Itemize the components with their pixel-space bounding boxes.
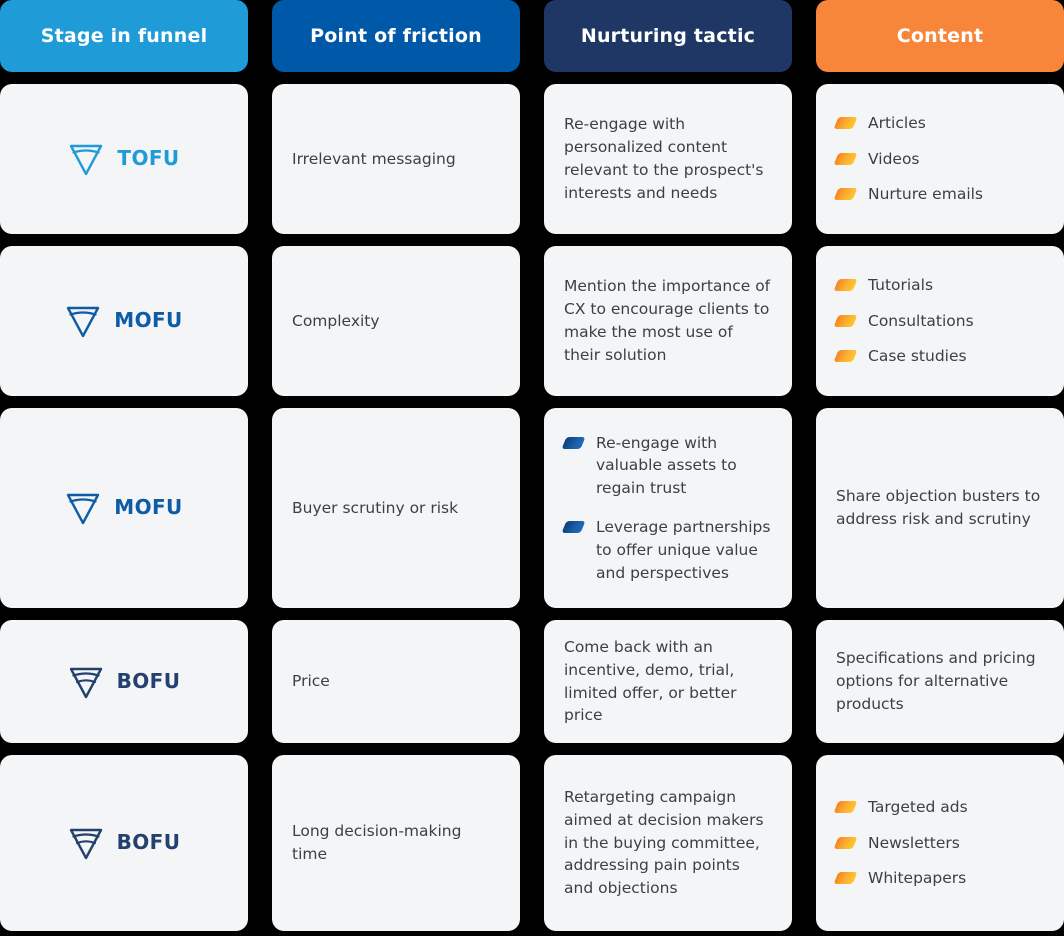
list-item: Leverage partnerships to offer unique va… (561, 516, 772, 584)
bullet-icon (833, 872, 858, 885)
content-text: Share objection busters to address risk … (836, 487, 1041, 528)
funnel-icon (68, 664, 104, 700)
bullet-icon (833, 800, 858, 813)
column-header-label: Nurturing tactic (580, 25, 756, 47)
bullet-icon (833, 314, 858, 327)
tactic-cell: Re-engage with valuable assets to regain… (544, 408, 792, 608)
content-list-text: Articles (868, 113, 926, 132)
tactic-list-text: Re-engage with valuable assets to regain… (596, 433, 737, 498)
bullet-icon (833, 152, 858, 165)
tactic-text: Come back with an incentive, demo, trial… (564, 637, 737, 725)
content-text: Specifications and pricing options for a… (836, 649, 1036, 713)
stage-cell-tofu-0: TOFU (0, 84, 248, 234)
column-header-label: Stage in funnel (40, 25, 208, 47)
bullet-icon (833, 350, 858, 363)
list-item: Case studies (833, 345, 1044, 368)
list-item: Nurture emails (833, 183, 1044, 206)
stage-label: BOFU (116, 668, 181, 693)
column-header-1: Point of friction (272, 0, 520, 72)
funnel-icon (65, 303, 101, 339)
friction-text: Price (292, 672, 330, 691)
stage-label: TOFU (117, 146, 180, 171)
tactic-text: Mention the importance of CX to encourag… (564, 277, 771, 364)
stage-label: MOFU (114, 308, 183, 333)
column-header-3: Content (816, 0, 1064, 72)
content-list-text: Newsletters (868, 833, 960, 852)
list-item: Videos (833, 148, 1044, 171)
bullet-icon (833, 116, 858, 129)
funnel-icon (68, 141, 104, 177)
content-list-text: Nurture emails (868, 185, 984, 204)
column-header-label: Point of friction (310, 25, 482, 47)
friction-cell: Complexity (272, 246, 520, 396)
content-cell: Targeted ads Newsletters Whitepapers (816, 755, 1064, 931)
stage-cell-bofu-4: BOFU (0, 755, 248, 931)
stage-label: MOFU (114, 495, 183, 520)
bullet-icon (833, 836, 858, 849)
content-list: Targeted ads Newsletters Whitepapers (833, 796, 1044, 890)
content-list-text: Case studies (868, 347, 967, 366)
bullet-icon (833, 278, 858, 291)
tactic-list-text: Leverage partnerships to offer unique va… (596, 518, 771, 582)
list-item: Whitepapers (833, 867, 1044, 890)
bullet-icon (561, 436, 586, 449)
tactic-cell: Retargeting campaign aimed at decision m… (544, 755, 792, 931)
bullet-icon (561, 521, 586, 533)
funnel-icon (68, 825, 104, 861)
friction-text: Irrelevant messaging (292, 149, 456, 168)
content-list-text: Tutorials (868, 275, 934, 294)
content-list-text: Whitepapers (868, 869, 967, 888)
tactic-cell: Come back with an incentive, demo, trial… (544, 620, 792, 743)
stage-cell-mofu-2: MOFU (0, 408, 248, 608)
tactic-cell: Re-engage with personalized content rele… (544, 84, 792, 234)
friction-text: Long decision-making time (292, 822, 462, 863)
funnel-icon (65, 490, 101, 526)
content-list-text: Consultations (868, 311, 974, 330)
friction-cell: Price (272, 620, 520, 743)
friction-cell: Irrelevant messaging (272, 84, 520, 234)
content-cell: Specifications and pricing options for a… (816, 620, 1064, 743)
tactic-cell: Mention the importance of CX to encourag… (544, 246, 792, 396)
tactic-text: Retargeting campaign aimed at decision m… (564, 788, 764, 898)
content-list-text: Targeted ads (868, 797, 968, 816)
friction-cell: Long decision-making time (272, 755, 520, 931)
list-item: Re-engage with valuable assets to regain… (561, 432, 772, 500)
content-list-text: Videos (868, 149, 920, 168)
tactic-text: Re-engage with personalized content rele… (564, 115, 764, 202)
stage-cell-bofu-3: BOFU (0, 620, 248, 743)
bullet-icon (833, 188, 858, 201)
friction-text: Buyer scrutiny or risk (292, 498, 459, 517)
list-item: Newsletters (833, 832, 1044, 855)
tactic-list: Re-engage with valuable assets to regain… (561, 432, 772, 585)
friction-cell: Buyer scrutiny or risk (272, 408, 520, 608)
column-header-label: Content (896, 25, 984, 47)
content-cell: Tutorials Consultations Case studies (816, 246, 1064, 396)
column-header-2: Nurturing tactic (544, 0, 792, 72)
list-item: Targeted ads (833, 796, 1044, 819)
content-list: Articles Videos Nurture emails (833, 112, 1044, 206)
list-item: Consultations (833, 310, 1044, 333)
list-item: Articles (833, 112, 1044, 135)
content-cell: Share objection busters to address risk … (816, 408, 1064, 608)
content-cell: Articles Videos Nurture emails (816, 84, 1064, 234)
list-item: Tutorials (833, 274, 1044, 297)
stage-label: BOFU (116, 830, 181, 855)
content-list: Tutorials Consultations Case studies (833, 274, 1044, 368)
friction-text: Complexity (292, 311, 380, 330)
column-header-0: Stage in funnel (0, 0, 248, 72)
stage-cell-mofu-1: MOFU (0, 246, 248, 396)
